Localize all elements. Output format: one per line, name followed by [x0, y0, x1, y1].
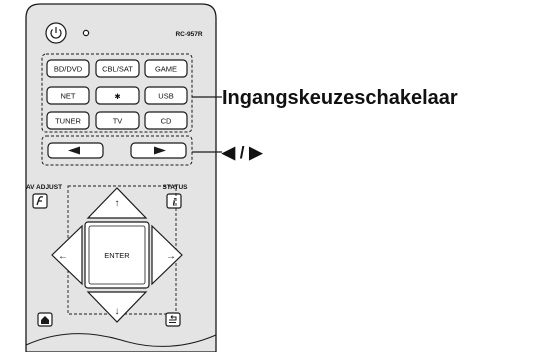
return-icon [169, 315, 177, 323]
input-button-cd[interactable]: CD [144, 111, 188, 130]
input-label: TUNER [55, 117, 81, 126]
input-label: TV [113, 117, 123, 126]
arrow-button-group [41, 135, 193, 166]
input-selector-group [41, 53, 193, 133]
arrows-callout: ◀ / ▶ [221, 143, 263, 162]
input-label: BD/DVD [54, 65, 83, 74]
up-button[interactable]: ↑ [86, 187, 148, 219]
input-button-usb[interactable]: USB [144, 86, 188, 105]
enter-label: ENTER [104, 251, 130, 260]
left-arrow-button[interactable] [47, 142, 104, 159]
av-adjust-icon [36, 196, 44, 206]
av-adjust-label: AV ADJUST [26, 184, 62, 191]
input-label: CD [161, 117, 172, 126]
right-arrow-button[interactable] [130, 142, 187, 159]
left-arrow-icon [68, 146, 80, 155]
av-adjust-button[interactable] [32, 193, 48, 209]
input-button-tv[interactable]: TV [95, 111, 140, 130]
left-dpad-arrow-icon: ← [58, 251, 68, 262]
down-button[interactable]: ↓ [86, 291, 148, 323]
model-label: RC-957R [175, 31, 202, 38]
home-icon [41, 316, 49, 324]
input-button-cbl-sat[interactable]: CBL/SAT [95, 59, 140, 78]
status-label: STATUS [162, 184, 188, 191]
enter-button[interactable]: ENTER [84, 221, 150, 289]
right-button[interactable]: → [151, 224, 183, 286]
down-arrow-icon: ↓ [115, 306, 120, 317]
info-icon: i [172, 197, 176, 209]
return-button[interactable] [165, 312, 181, 327]
input-button-tuner[interactable]: TUNER [46, 111, 90, 130]
right-dpad-arrow-icon: → [166, 251, 176, 262]
input-label: GAME [155, 65, 177, 74]
right-arrow-icon [154, 146, 166, 155]
power-button[interactable] [45, 22, 67, 44]
input-button-bluetooth[interactable]: ✱ [95, 86, 140, 105]
indicator-led [82, 29, 90, 37]
input-label: CBL/SAT [102, 65, 133, 74]
cutaway-curve [25, 333, 217, 347]
status-button[interactable]: i [166, 193, 182, 209]
bluetooth-icon: ✱ [114, 92, 121, 101]
input-selector-callout: Ingangskeuzeschakelaar [222, 87, 458, 109]
power-icon [50, 27, 62, 39]
up-arrow-icon: ↑ [115, 198, 120, 209]
home-button[interactable] [37, 312, 53, 327]
input-button-game[interactable]: GAME [144, 59, 188, 78]
left-button[interactable]: ← [51, 224, 83, 286]
input-label: USB [158, 92, 173, 101]
input-button-bd-dvd[interactable]: BD/DVD [46, 59, 90, 78]
input-label: NET [61, 92, 76, 101]
input-button-net[interactable]: NET [46, 86, 90, 105]
